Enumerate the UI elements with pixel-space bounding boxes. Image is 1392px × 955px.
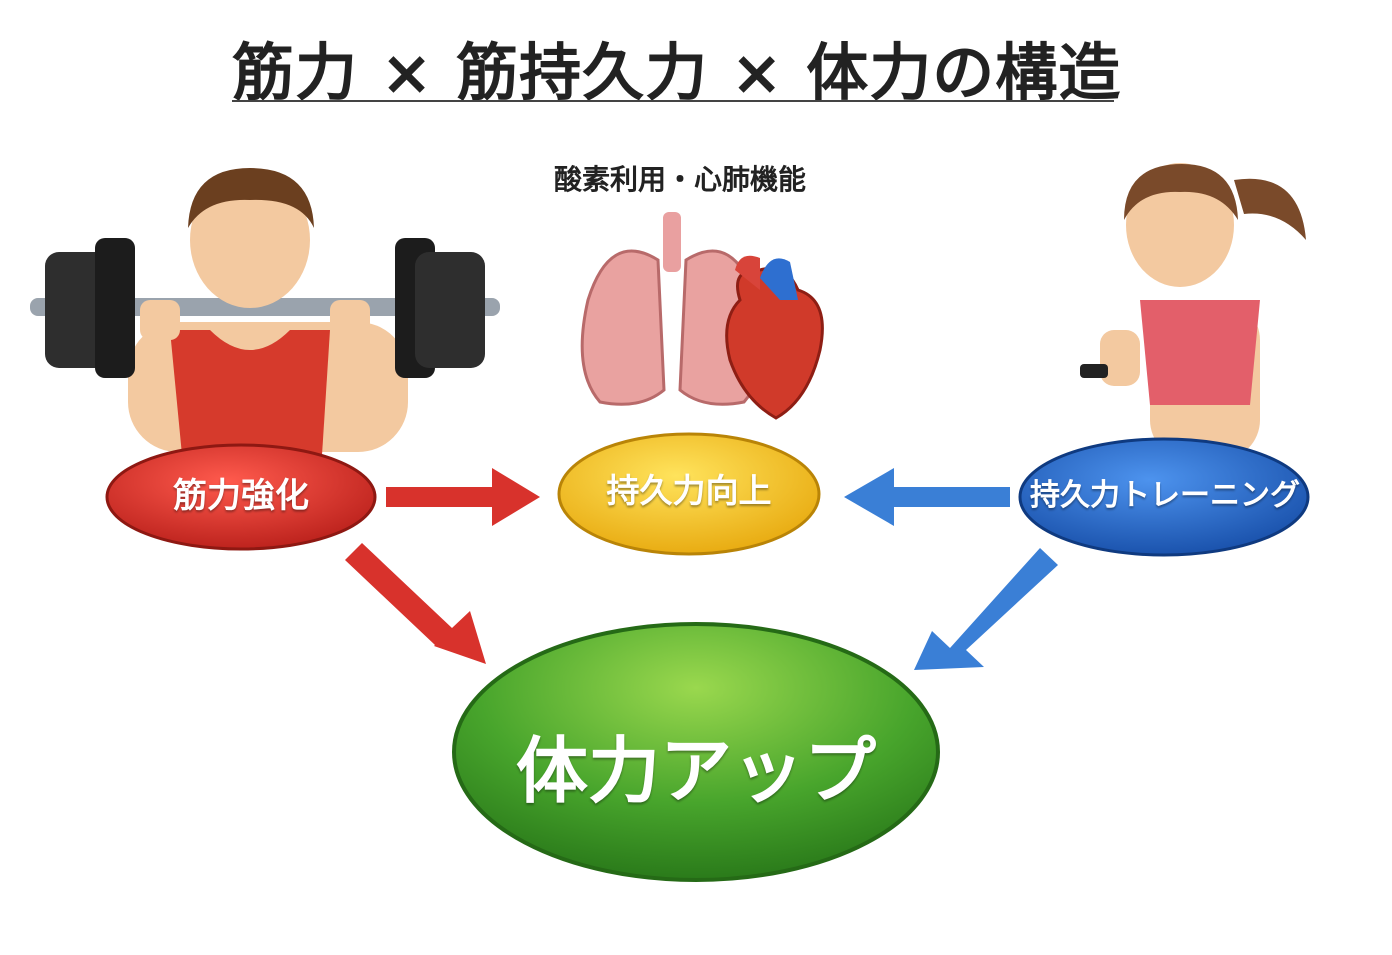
lungs-heart-illustration bbox=[580, 212, 824, 420]
node-training bbox=[1018, 437, 1310, 557]
organ-caption: 酸素利用・心肺機能 bbox=[553, 163, 806, 196]
node-result bbox=[452, 622, 940, 882]
page-title: 筋力 × 筋持久力 × 体力の構造 bbox=[232, 36, 1122, 109]
node-result-label: 体力アップ bbox=[515, 729, 876, 813]
node-endurance bbox=[557, 432, 821, 556]
fitness-woman-illustration bbox=[1080, 163, 1306, 460]
weightlifter-illustration bbox=[30, 168, 500, 455]
title-underline bbox=[232, 100, 1114, 102]
node-training-label: 持久力トレーニング bbox=[1030, 478, 1300, 513]
arrow-strength-to-result bbox=[345, 543, 486, 664]
arrow-strength-to-endurance bbox=[386, 468, 540, 526]
node-strength-label: 筋力強化 bbox=[173, 476, 309, 516]
arrow-training-to-endurance bbox=[844, 468, 1010, 526]
arrow-training-to-result bbox=[914, 548, 1058, 670]
node-strength bbox=[105, 443, 377, 551]
node-endurance-label: 持久力向上 bbox=[606, 471, 772, 510]
